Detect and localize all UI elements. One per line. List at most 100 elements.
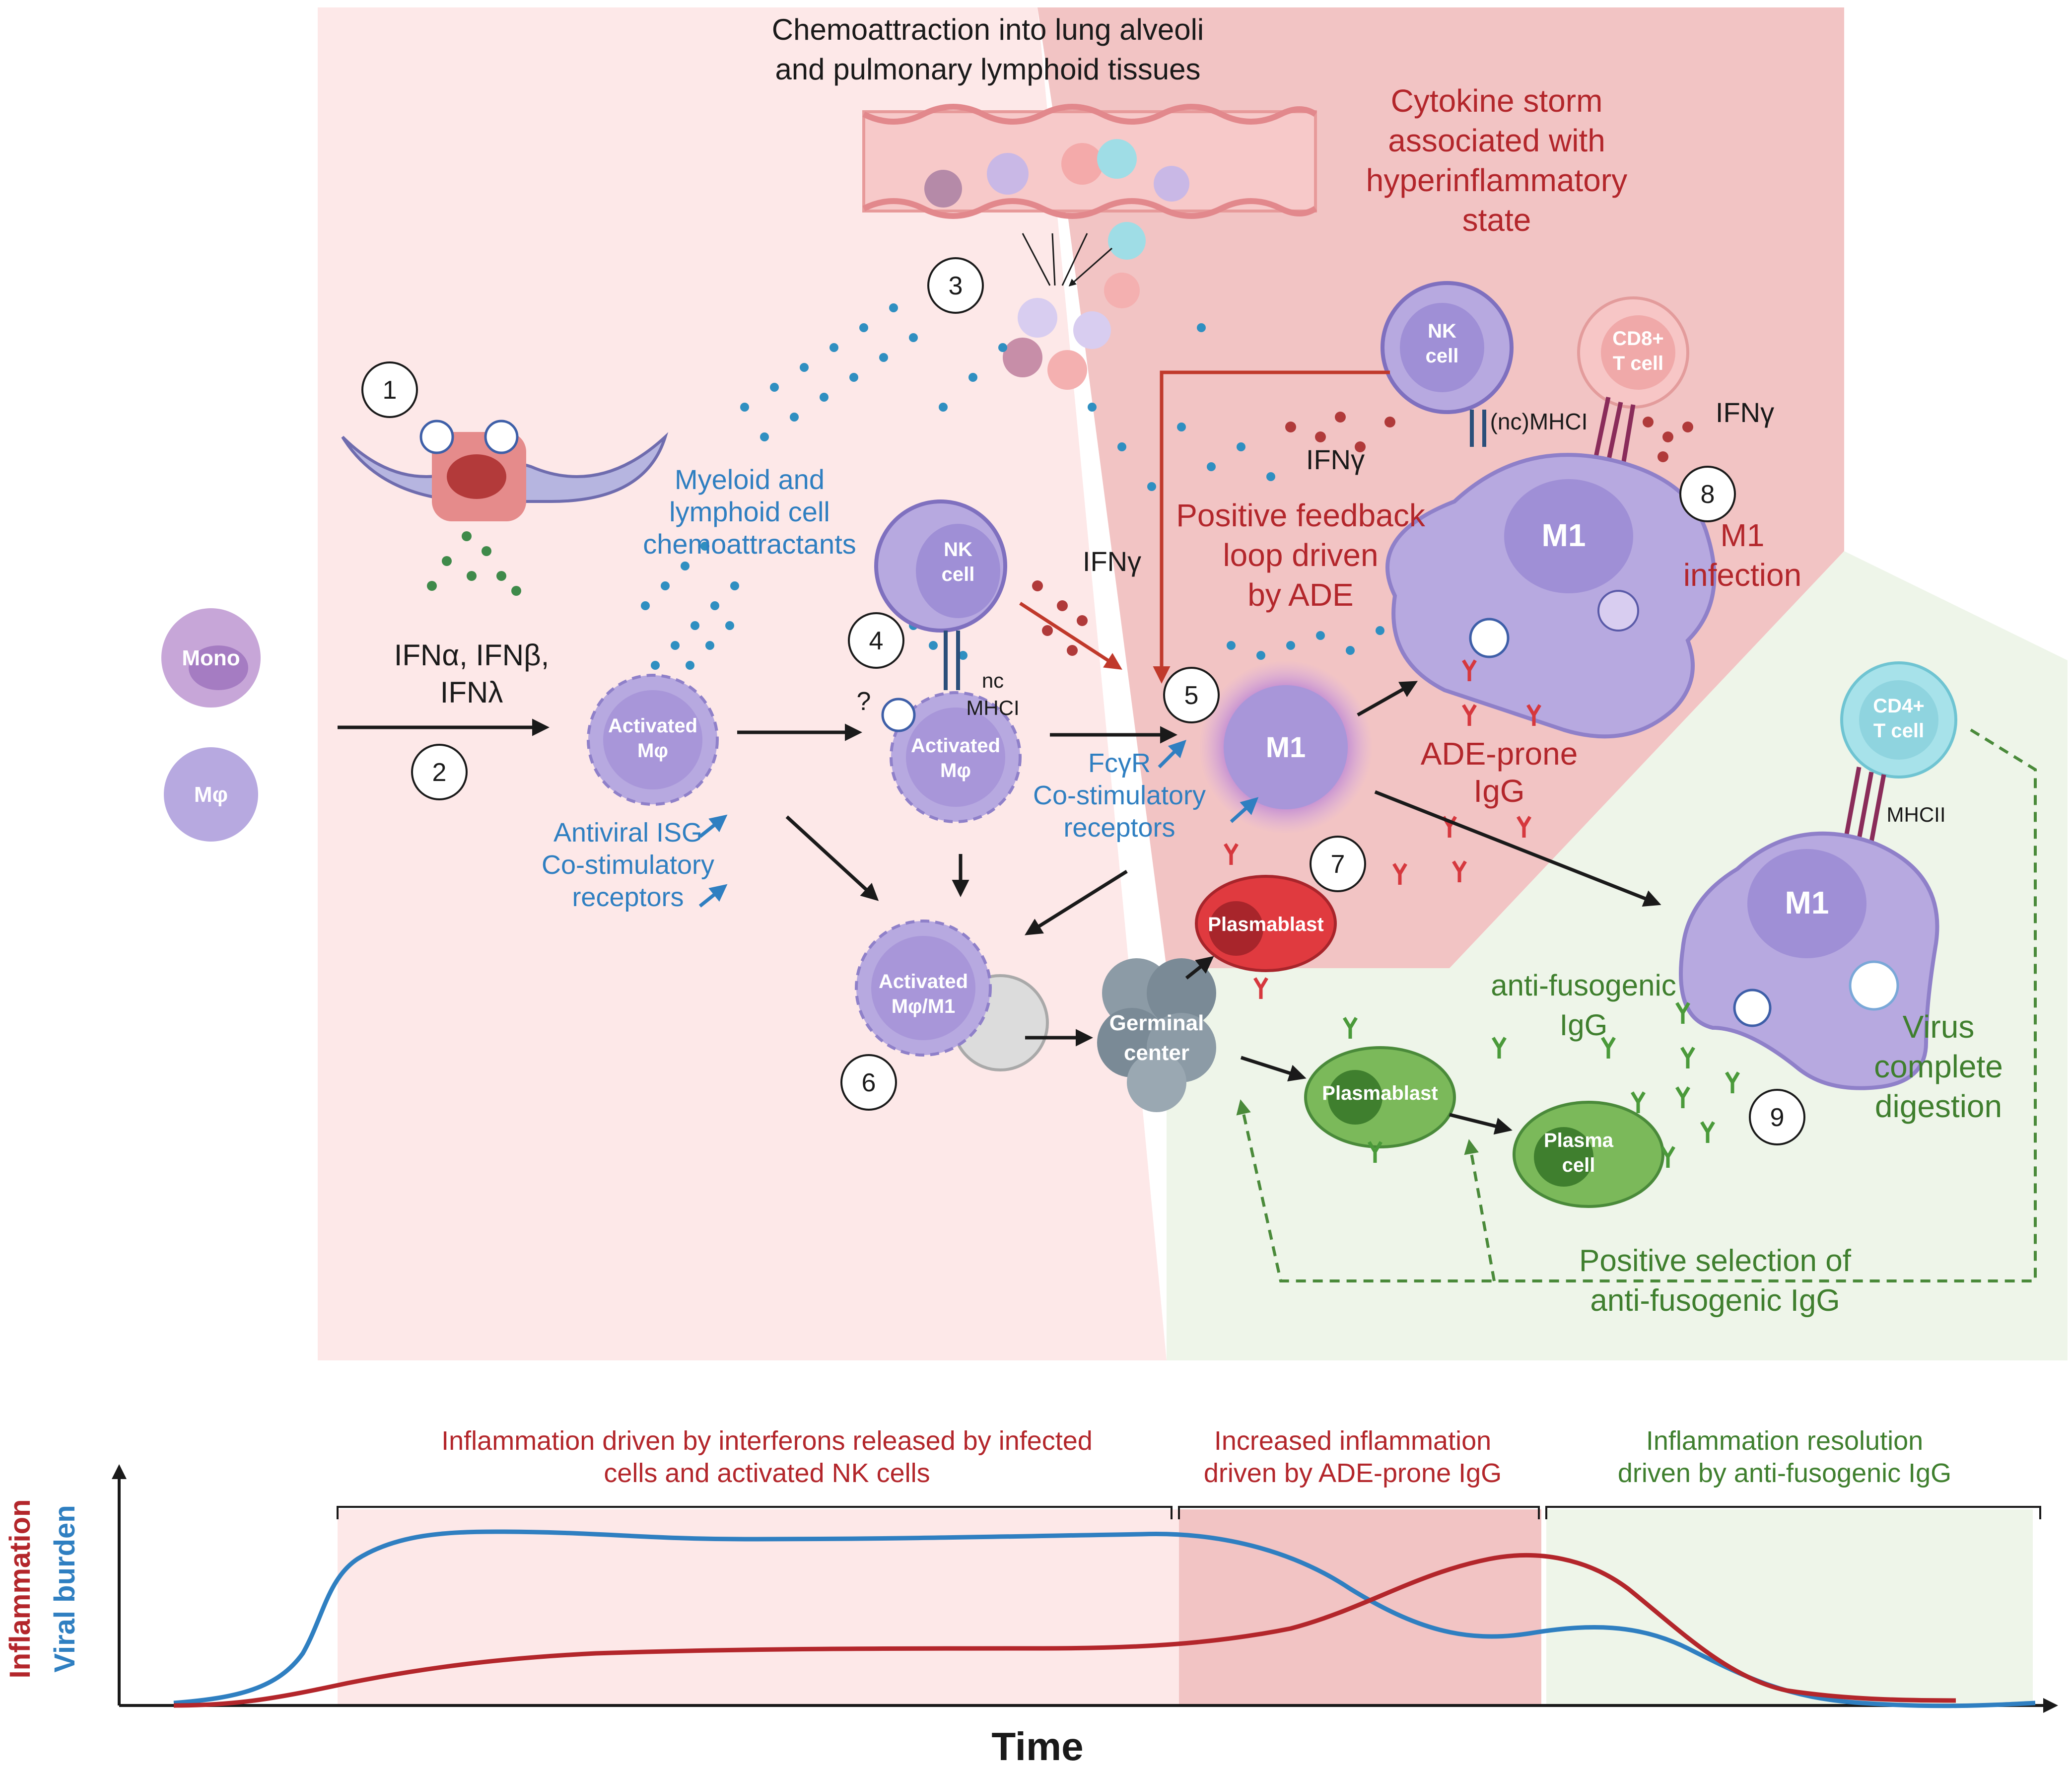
- timeline-phase2-band: [1179, 1509, 1541, 1705]
- step-8-number: 8: [1701, 480, 1715, 509]
- cd4-label-2: T cell: [1873, 720, 1924, 742]
- chemokine-dots: [641, 303, 1384, 690]
- m1-digesting-macrophage: M1: [1679, 831, 1939, 1090]
- nk-cell-1-label-2: cell: [942, 564, 975, 585]
- activated-mphi-label-2: Mφ: [637, 740, 668, 762]
- step-2-number: 2: [432, 758, 447, 787]
- phase3-background: [1167, 551, 2068, 1360]
- fcgr-label-2: Co-stimulatory: [1033, 780, 1206, 810]
- bracket-phase1: [337, 1506, 1173, 1519]
- step-4-number: 4: [869, 627, 884, 655]
- infected-epithelial-cell: [341, 420, 669, 521]
- activated-mphi2-label-2: Mφ: [940, 760, 971, 781]
- plasma-label-1: Plasma: [1544, 1130, 1614, 1151]
- fcgr-label-1: FcγR: [1088, 748, 1151, 778]
- ade-label-2: IgG: [1473, 773, 1524, 809]
- antifusogenic-antibodies: [1342, 1002, 1740, 1168]
- m1-infected-label: M1: [1542, 517, 1586, 553]
- step-1-number: 1: [383, 376, 397, 405]
- timeline-phase1-band: [338, 1509, 1179, 1705]
- m1-infected-macrophage: M1: [1385, 453, 1717, 739]
- antifus-label-1: anti-fusogenic: [1491, 969, 1676, 1002]
- m1-glowing-cell: M1: [1199, 660, 1373, 834]
- nk-cell-2-label-1: NK: [1428, 320, 1456, 342]
- germinal-label-1: Germinal: [1109, 1011, 1204, 1035]
- ifng-label-2: IFNγ: [1306, 444, 1365, 475]
- storm-label-3: hyperinflammatory: [1366, 162, 1627, 198]
- antiviral-label-3: receptors: [572, 882, 684, 912]
- myeloid-label-3: chemoattractants: [643, 528, 856, 560]
- posfb-label-2: loop driven: [1223, 537, 1378, 573]
- activated-m1-label-2: Mφ/M1: [892, 995, 956, 1017]
- ylabel-viral: Viral burden: [49, 1505, 81, 1672]
- step-6-number: 6: [862, 1068, 876, 1097]
- antiviral-label-1: Antiviral ISG: [553, 818, 702, 848]
- plasmablast-red: Plasmablast: [1195, 875, 1337, 972]
- plasmablast-green-label: Plasmablast: [1322, 1082, 1438, 1104]
- bracket-phase3: [1545, 1506, 2041, 1519]
- timeline-section: Inflammation driven by interferons relea…: [4, 1426, 2058, 1769]
- ifn-label-1: IFNα, IFNβ,: [394, 638, 550, 672]
- timeline-phase3-band: [1546, 1509, 2033, 1705]
- cd8-label-1: CD8+: [1612, 328, 1663, 350]
- nc-label: nc: [982, 669, 1004, 692]
- ifng-label-3: IFNγ: [1716, 397, 1774, 428]
- chemo-title-1: Chemoattraction into lung alveoli: [772, 13, 1204, 46]
- phase2-label-2: driven by ADE-prone IgG: [1204, 1458, 1502, 1488]
- activated-macrophage-2: Activated Mφ: [881, 691, 1022, 823]
- possel-label-1: Positive selection of: [1579, 1244, 1852, 1278]
- myeloid-label-2: lymphoid cell: [669, 496, 830, 527]
- process-arrows: [338, 681, 1661, 1135]
- activated-macrophage-1: Activated Mφ: [587, 674, 719, 806]
- step-2: 2: [411, 744, 468, 800]
- posfb-label-3: by ADE: [1247, 577, 1353, 613]
- nk-cell-2: NK cell: [1381, 281, 1514, 447]
- monocyte: Mono: [161, 608, 261, 708]
- activated-mphi2-label-1: Activated: [911, 735, 1000, 757]
- activated-m1-label-1: Activated: [879, 971, 968, 993]
- myeloid-label-1: Myeloid and: [675, 464, 825, 495]
- ifn-label-2: IFNλ: [440, 676, 503, 709]
- step-7: 7: [1310, 836, 1366, 892]
- m1-infection-label-1: M1: [1721, 517, 1765, 553]
- step-5-number: 5: [1184, 681, 1199, 710]
- positive-selection-loop: [1236, 728, 2037, 1282]
- storm-label-1: Cytokine storm: [1391, 83, 1603, 119]
- plasmablast-green: Plasmablast: [1304, 1046, 1456, 1148]
- plasmablast-red-label: Plasmablast: [1208, 914, 1323, 935]
- plasma-cell: Plasma cell: [1513, 1101, 1664, 1208]
- receptor-arrows: [698, 740, 1259, 908]
- m1-glow-label: M1: [1266, 731, 1306, 764]
- phase1-label-2: cells and activated NK cells: [604, 1458, 930, 1488]
- step-3: 3: [927, 257, 984, 314]
- cd4-label-1: CD4+: [1873, 695, 1924, 717]
- macrophage: Mφ: [164, 747, 258, 842]
- activated-mphi-label-1: Activated: [608, 715, 697, 737]
- ylabel-inflammation: Inflammation: [4, 1499, 36, 1679]
- step-8: 8: [1679, 466, 1736, 522]
- ifng-label-1: IFNγ: [1083, 546, 1141, 577]
- phase3-label-1: Inflammation resolution: [1646, 1426, 1923, 1456]
- step-5: 5: [1163, 667, 1220, 723]
- m1-infection-label-2: infection: [1683, 557, 1801, 593]
- question-mark: ?: [857, 687, 871, 716]
- ifng-dots: [1032, 412, 1693, 656]
- nk-cell-2-label-2: cell: [1426, 345, 1459, 367]
- mhcii-label: MHCII: [1887, 803, 1946, 826]
- germinal-label-2: center: [1124, 1041, 1189, 1065]
- mono-label: Mono: [182, 646, 240, 670]
- step-7-number: 7: [1331, 850, 1345, 879]
- phase3-label-2: driven by anti-fusogenic IgG: [1618, 1458, 1951, 1488]
- ifn-dots: [427, 531, 521, 596]
- step-6: 6: [840, 1054, 897, 1111]
- possel-label-2: anti-fusogenic IgG: [1590, 1283, 1840, 1318]
- bracket-phase2: [1178, 1506, 1540, 1519]
- feedback-arrows: [1019, 370, 1390, 684]
- storm-label-2: associated with: [1388, 123, 1605, 158]
- step-1: 1: [361, 361, 418, 418]
- germinal-center: Germinal center: [1097, 958, 1216, 1112]
- antiviral-label-2: Co-stimulatory: [542, 850, 714, 880]
- step-markers: 1 2 3 4 5 6 7 8 9: [361, 257, 1805, 1145]
- recruited-cells: [1003, 222, 1146, 390]
